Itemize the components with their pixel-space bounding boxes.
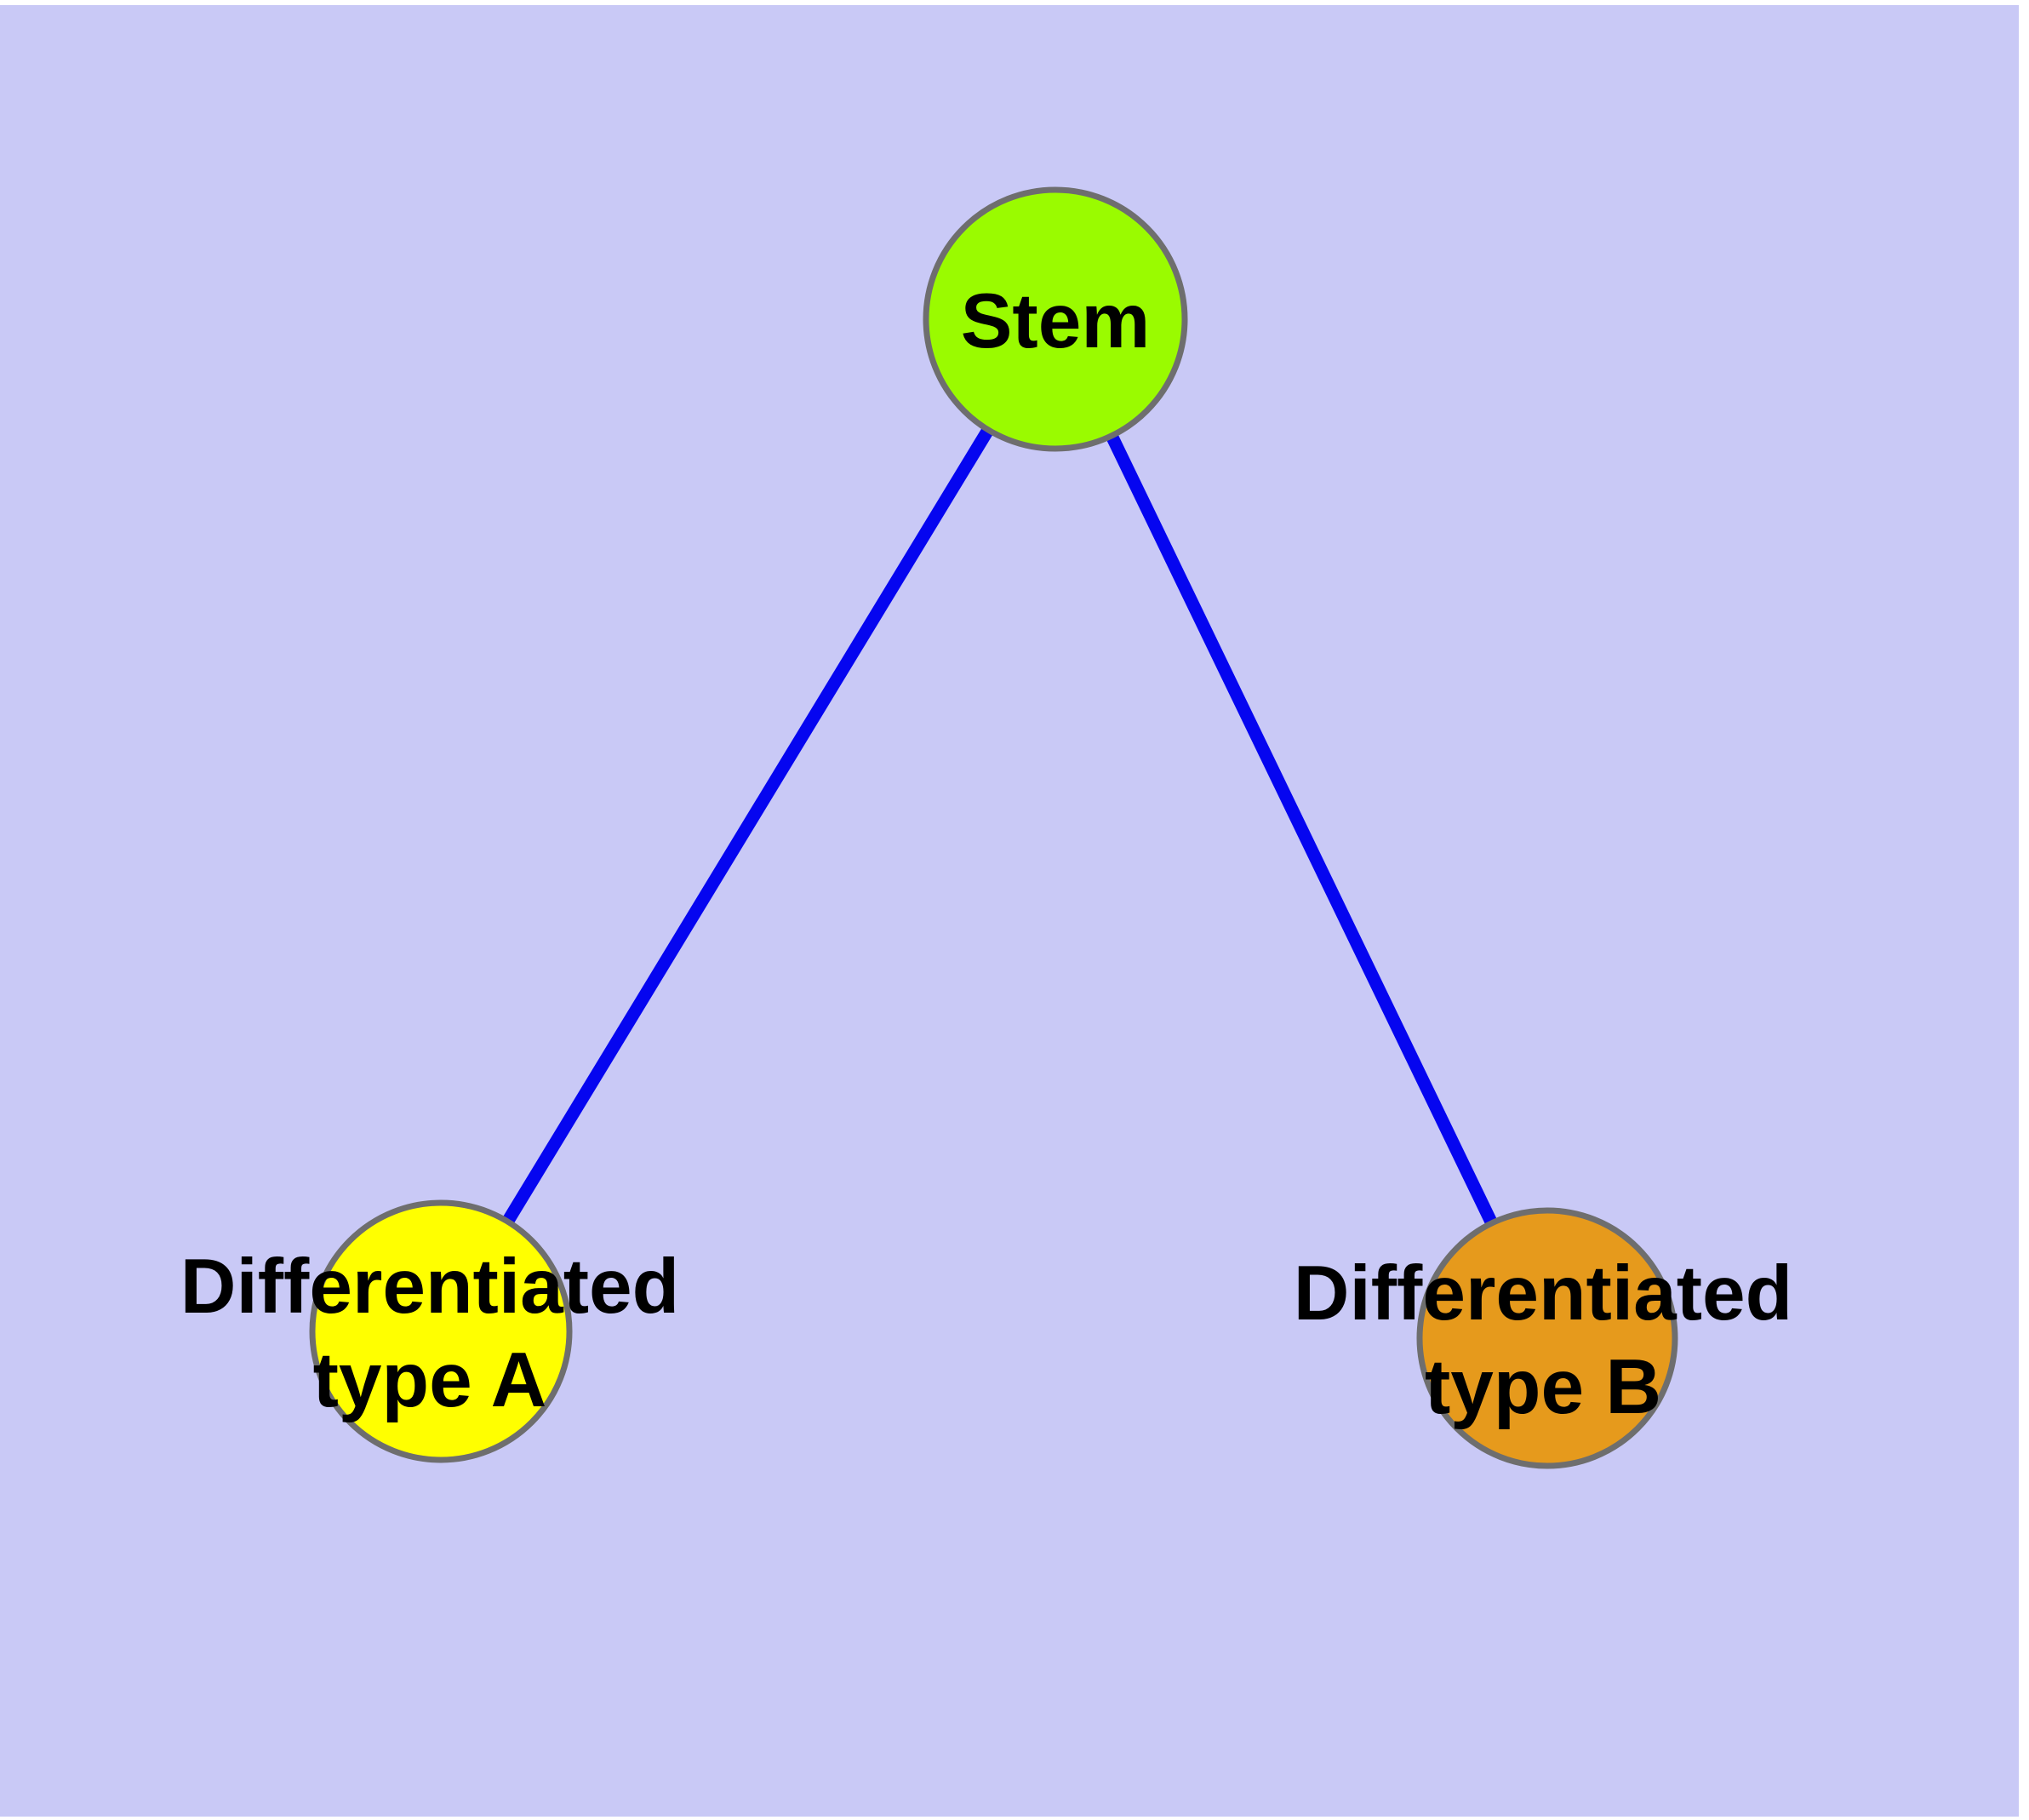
- node-label-line: type B: [1425, 1344, 1661, 1430]
- edge-stem-to-differentiated-type-b: [1049, 316, 1553, 1342]
- node-differentiated-type-b: [1416, 1207, 1678, 1469]
- node-stem: [923, 186, 1188, 452]
- node-label-stem: Stem: [961, 278, 1151, 364]
- node-label-line: Differentiated: [1294, 1251, 1793, 1336]
- edge-stem-to-differentiated-type-a: [435, 316, 1061, 1335]
- node-differentiated-type-a: [309, 1199, 573, 1463]
- node-label-line: type A: [313, 1337, 547, 1423]
- node-label-line: Stem: [961, 278, 1151, 364]
- node-label-line: Differentiated: [180, 1244, 680, 1330]
